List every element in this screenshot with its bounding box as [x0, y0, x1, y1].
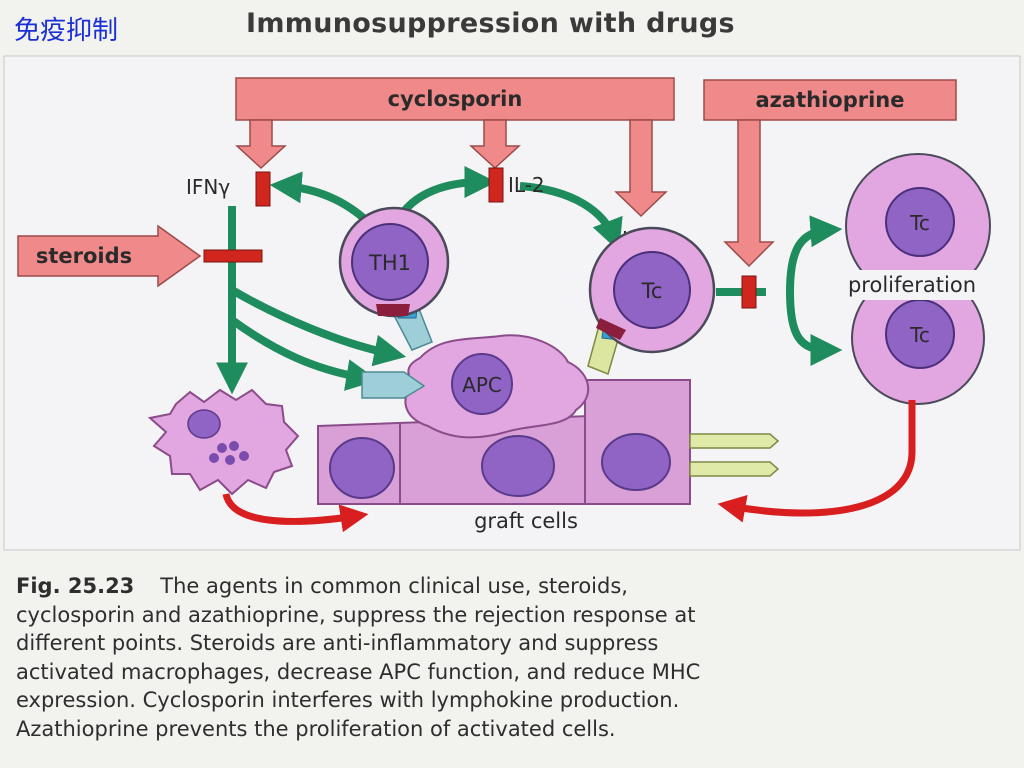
ifn-inhibitor-bar — [255, 171, 271, 207]
cyclosporin-arrows — [235, 77, 675, 218]
immunosuppression-diagram: cyclosporin azathioprine steroids IFNγ — [3, 55, 1021, 551]
th1-label: TH1 — [368, 251, 411, 275]
azathioprine-label: azathioprine — [756, 88, 905, 112]
caption-line: The agents in common clinical use, stero… — [160, 574, 628, 598]
graft-cells-label: graft cells — [474, 509, 578, 533]
figure-caption: Fig. 25.23 The agents in common clinical … — [16, 572, 1006, 743]
graft-nucleus — [601, 433, 671, 491]
mhc-molecule — [689, 433, 780, 449]
steroid-inhibitor-bar — [203, 249, 263, 263]
caption-line: expression. Cyclosporin interferes with … — [16, 688, 680, 712]
graft-tissue — [317, 379, 780, 505]
graft-nucleus — [481, 435, 555, 497]
proliferation-label-bg — [820, 270, 1004, 300]
mhc-molecule — [689, 461, 780, 477]
caption-line: cyclosporin and azathioprine, suppress t… — [16, 602, 696, 627]
azathioprine-inhibitor-bar — [741, 275, 757, 309]
figure-title: Immunosuppression with drugs — [246, 8, 735, 39]
azathioprine-arrow — [703, 79, 957, 268]
caption-line: Azathioprine prevents the proliferation … — [16, 716, 616, 741]
caption-line: different points. Steroids are anti-infl… — [16, 631, 659, 655]
il2-label: IL-2 — [508, 173, 545, 197]
tc-label: Tc — [641, 279, 663, 303]
proliferation-label: proliferation — [848, 273, 976, 297]
th1-cell — [338, 206, 450, 318]
apc-label: APC — [462, 373, 502, 397]
figure-number: Fig. 25.23 — [16, 574, 135, 598]
slide-title: 免疫抑制 — [14, 16, 119, 46]
tc-label: Tc — [909, 211, 930, 235]
tc-label: Tc — [909, 323, 930, 347]
il2-inhibitor-bar — [488, 167, 504, 203]
caption-line: activated macrophages, decrease APC func… — [16, 659, 701, 684]
steroids-label: steroids — [36, 244, 132, 268]
graft-nucleus — [329, 437, 395, 499]
signal-arrows — [216, 166, 843, 395]
rejection-arrows — [222, 400, 916, 533]
steroids-arrow — [17, 224, 202, 288]
inhibitor-bars — [203, 167, 757, 309]
activated-macrophage — [147, 388, 300, 496]
tc-cell-central — [588, 226, 716, 354]
cyclosporin-label: cyclosporin — [388, 87, 523, 111]
ifn-label: IFNγ — [186, 175, 230, 199]
